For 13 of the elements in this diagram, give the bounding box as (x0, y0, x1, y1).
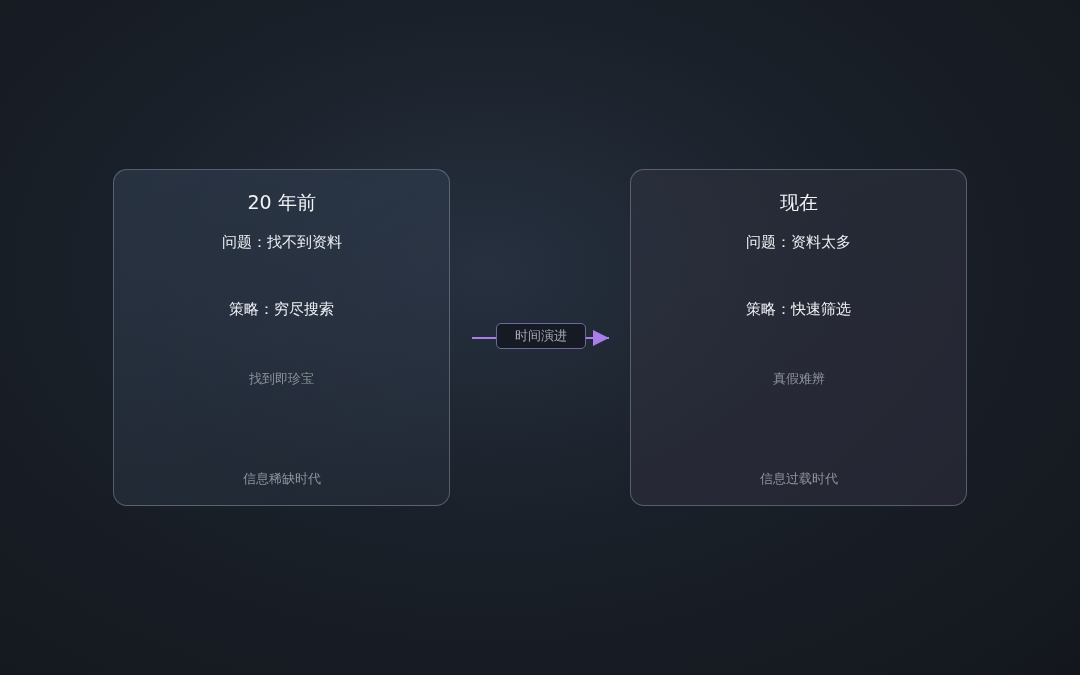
card (630, 169, 967, 506)
note-text: 找到即珍宝 (249, 370, 314, 388)
card (113, 169, 450, 506)
strategy-text: 策略：快速筛选 (746, 300, 851, 319)
era-text: 信息过载时代 (759, 470, 838, 488)
problem-text: 问题：找不到资料 (221, 233, 342, 252)
era-text: 信息稀缺时代 (242, 470, 321, 488)
strategy-text: 策略：穷尽搜索 (229, 300, 334, 319)
problem-text: 问题：资料太多 (746, 233, 851, 252)
note-text: 真假难辨 (772, 370, 825, 388)
card-title: 现在 (779, 190, 818, 215)
card-title: 20 年前 (247, 190, 316, 215)
edge-label: 时间演进 (495, 323, 586, 349)
